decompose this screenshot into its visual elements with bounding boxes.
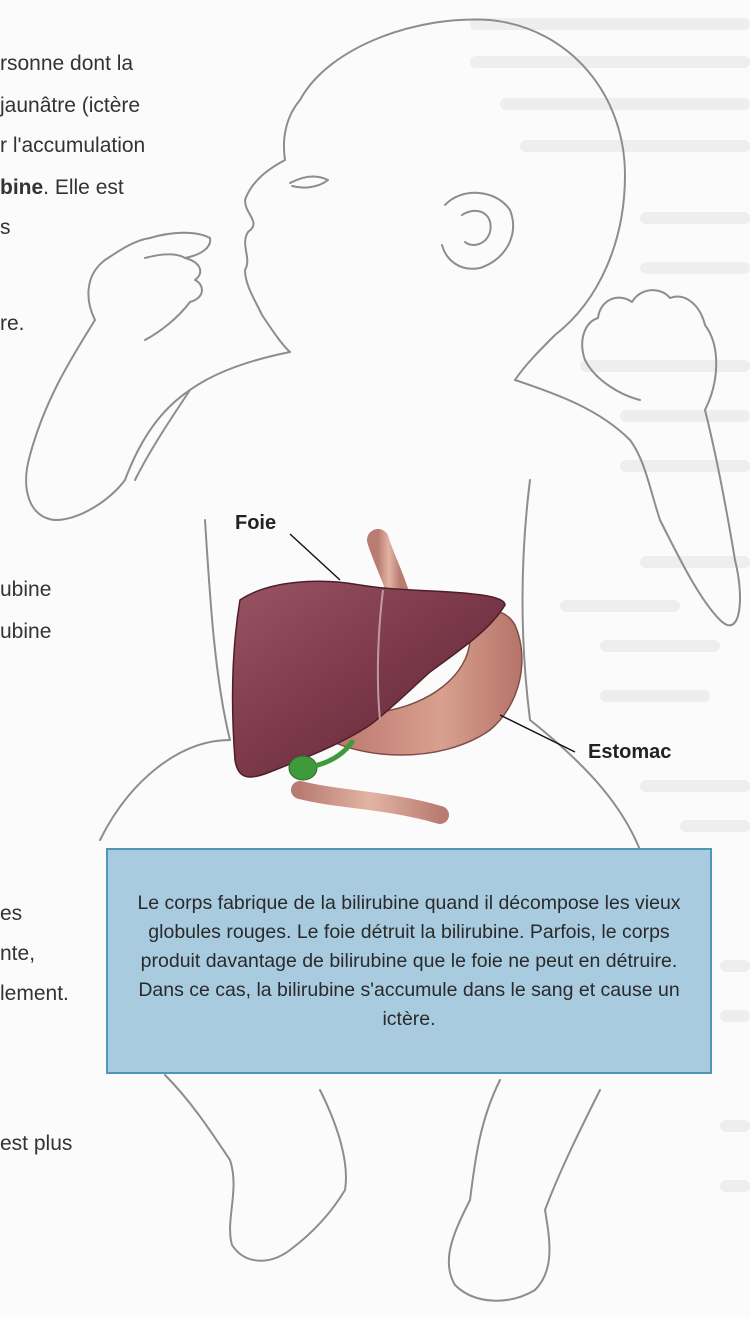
- bold-word: bine: [0, 176, 43, 199]
- left-text-line-10: nte,: [0, 940, 35, 968]
- left-text-line-8: ubine: [0, 618, 51, 646]
- left-text-line-5: s: [0, 214, 11, 242]
- left-text-line-4-rest: . Elle est: [43, 176, 124, 199]
- left-text-line-7: ubine: [0, 576, 51, 604]
- intestine-tube: [300, 790, 440, 815]
- left-text-line-1: rsonne dont la: [0, 50, 133, 78]
- left-text-line-9: es: [0, 900, 22, 928]
- left-text-line-2: jaunâtre (ictère: [0, 92, 140, 120]
- liver-label: Foie: [235, 512, 276, 535]
- liver-leader-line: [290, 534, 340, 580]
- caption-box: Le corps fabrique de la bilirubine quand…: [106, 848, 712, 1074]
- caption-text: Le corps fabrique de la bilirubine quand…: [108, 889, 710, 1034]
- gallbladder: [289, 756, 317, 780]
- left-text-line-11: lement.: [0, 980, 69, 1008]
- stomach-leader-line: [500, 715, 575, 752]
- stomach-label: Estomac: [588, 741, 671, 764]
- left-text-line-6: re.: [0, 310, 25, 338]
- left-text-line-4: bine. Elle est: [0, 174, 124, 202]
- left-text-line-12: est plus: [0, 1130, 72, 1158]
- left-text-line-3: r l'accumulation: [0, 132, 145, 160]
